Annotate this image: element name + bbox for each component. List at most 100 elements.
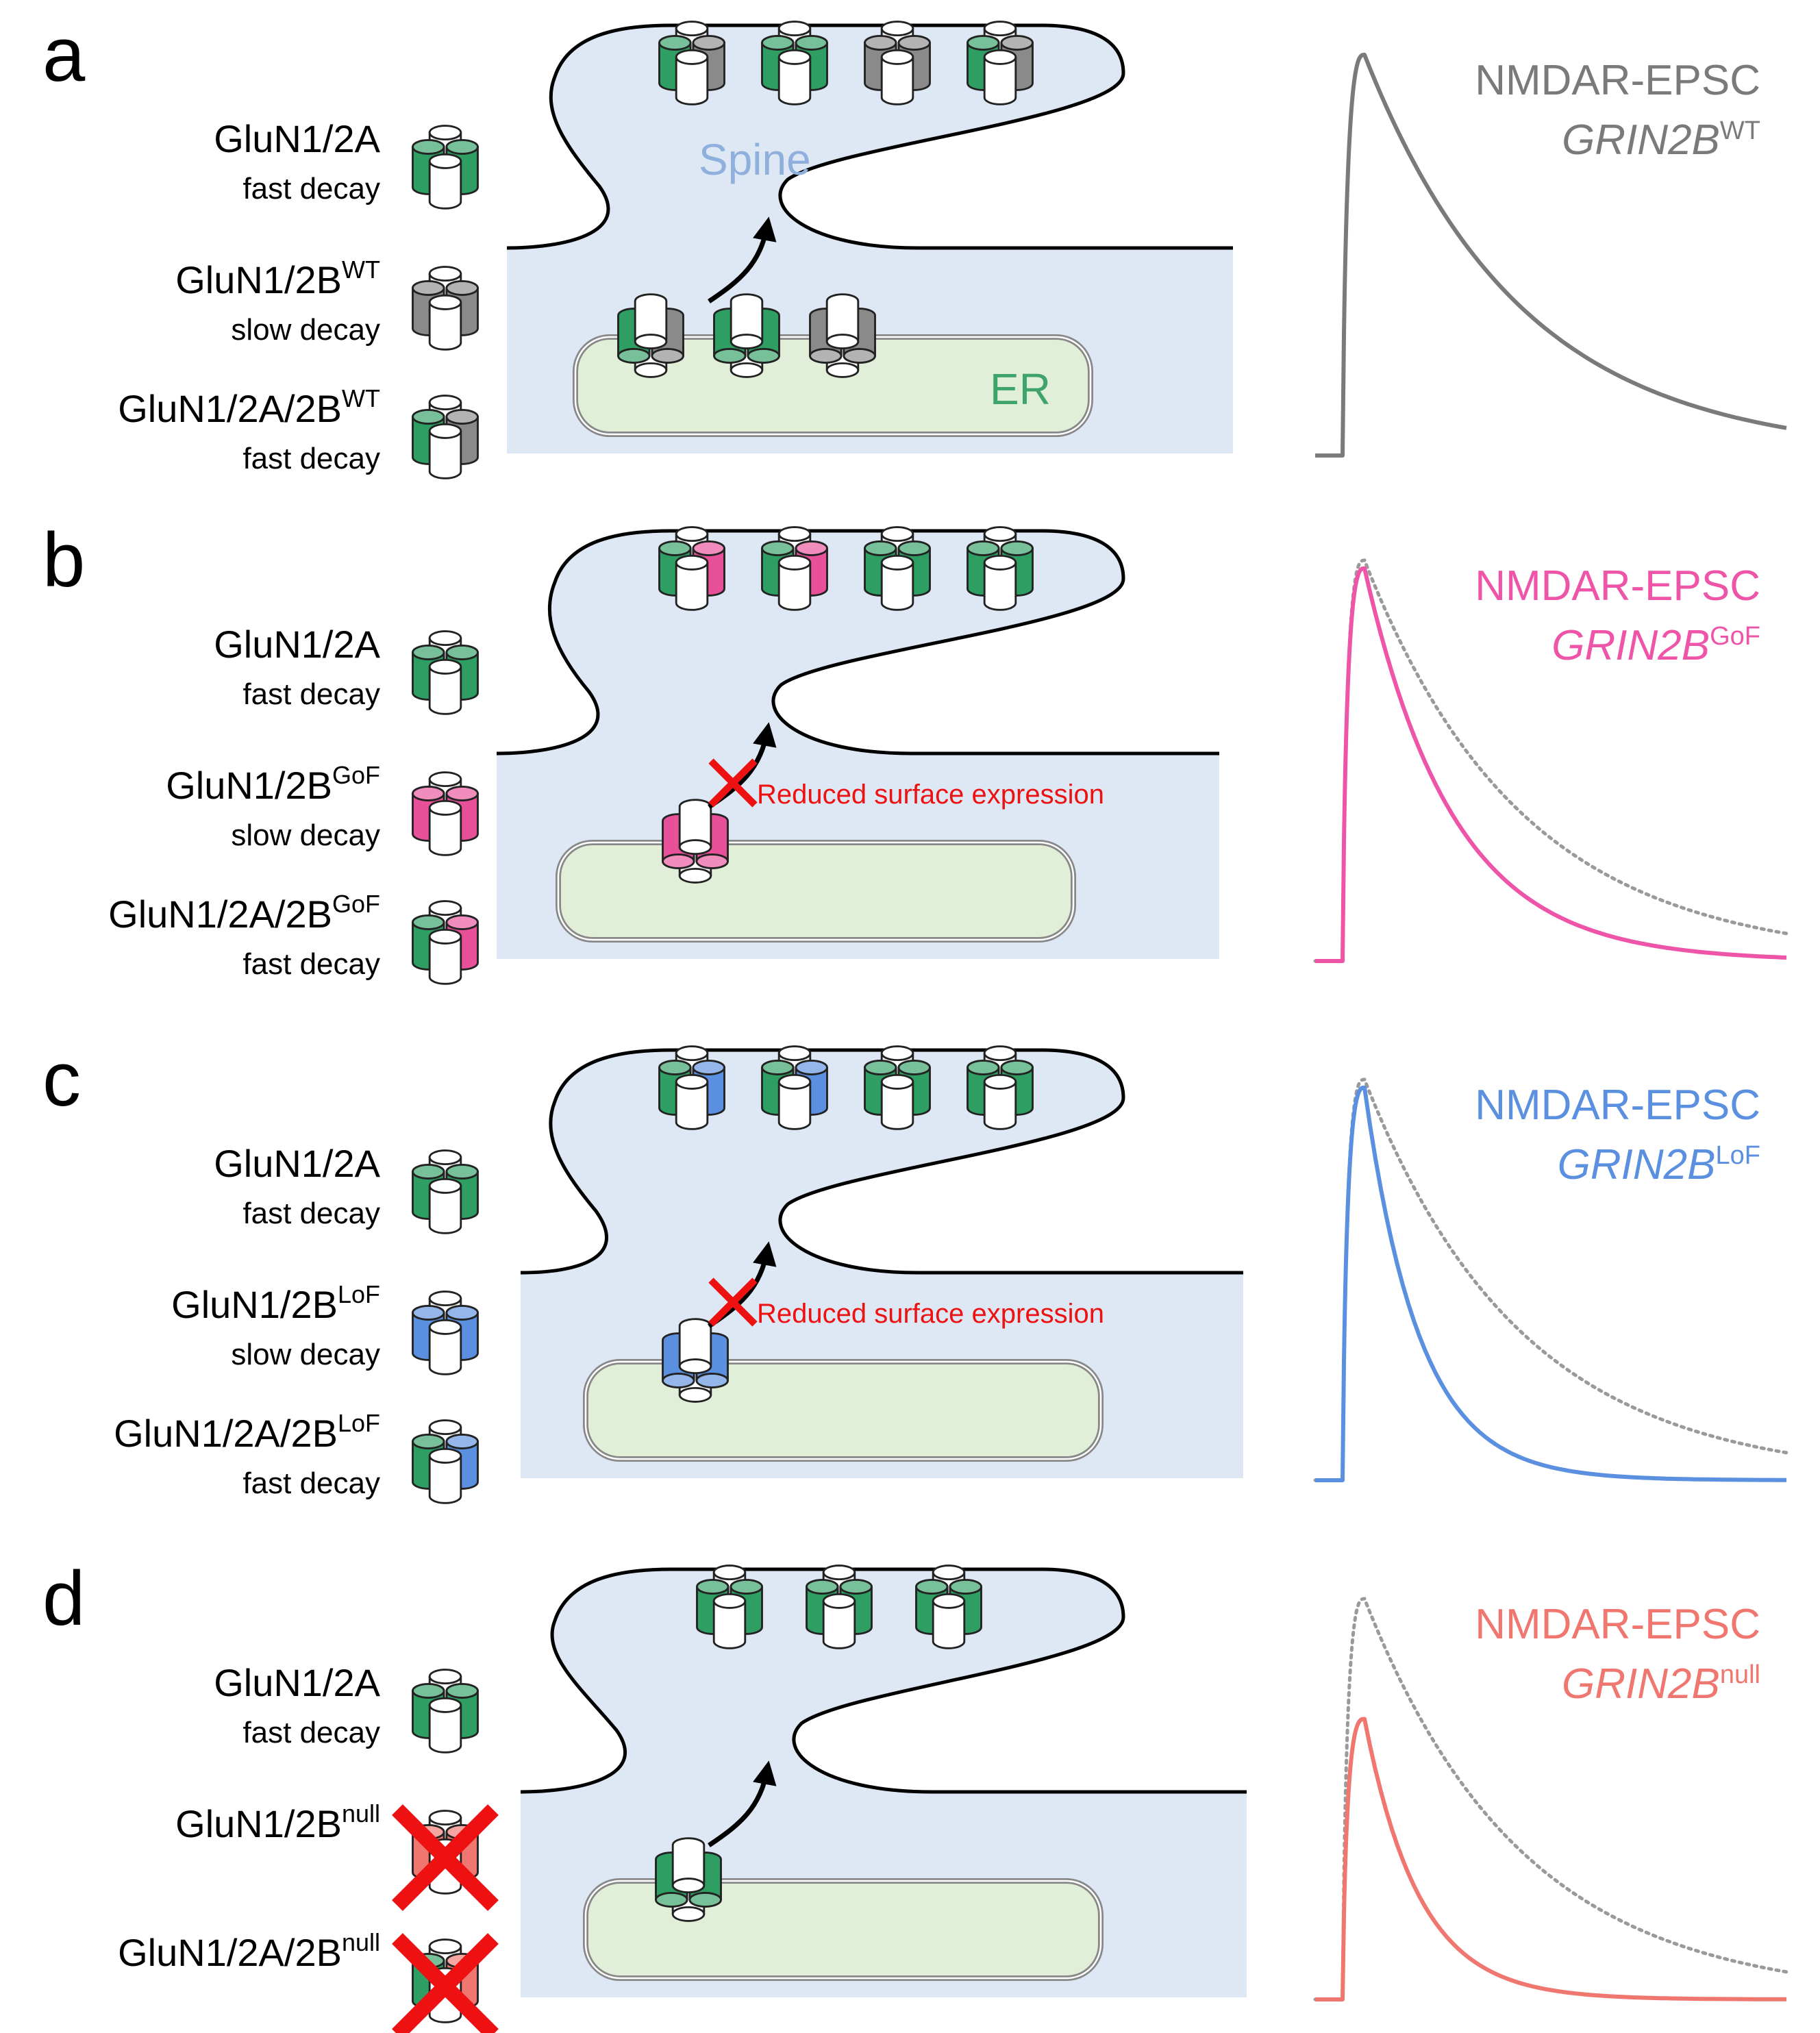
receptor-icon-0 [412, 630, 479, 715]
receptor-decay-0: fast decay [242, 1716, 380, 1749]
er-receptor-0 [662, 799, 729, 884]
surface-receptor-0 [658, 1045, 725, 1130]
er-receptor-0 [655, 1837, 722, 1922]
epsc-genotype: GRIN2BWT [1562, 116, 1760, 164]
surface-receptor-3 [967, 526, 1034, 611]
receptor-name-1: GluN1/2Bnull [175, 1799, 380, 1845]
receptor-name-2: GluN1/2A/2BWT [118, 384, 380, 430]
blocked-trafficking-icon [708, 1277, 758, 1327]
surface-receptor-2 [915, 1564, 982, 1649]
er-label: ER [990, 364, 1051, 414]
receptor-decay-0: fast decay [242, 1197, 380, 1230]
receptor-name-0: GluN1/2A [214, 623, 380, 666]
panel-label: b [42, 517, 85, 603]
receptor-decay-2: fast decay [242, 947, 380, 981]
er-receptor-2 [809, 293, 876, 378]
spine-membrane [520, 1567, 1247, 1794]
receptor-icon-1 [412, 266, 479, 351]
epsc-panel: NMDAR-EPSC GRIN2BWT [1315, 53, 1787, 458]
epsc-trace [1315, 566, 1787, 963]
trafficking-arrow [708, 1760, 777, 1847]
spine-membrane [520, 1048, 1243, 1275]
epsc-title: NMDAR-EPSC [1475, 562, 1760, 610]
epsc-genotype: GRIN2Bnull [1562, 1660, 1760, 1708]
receptor-name-2: GluN1/2A/2Bnull [118, 1928, 380, 1974]
surface-receptor-0 [658, 526, 725, 611]
er-receptor-0 [662, 1318, 729, 1403]
crossed-out-icon-2 [392, 1933, 499, 2033]
reduced-surface-label: Reduced surface expression [757, 1299, 1104, 1329]
receptor-icon-0 [412, 125, 479, 210]
epsc-panel: NMDAR-EPSC GRIN2BLoF [1313, 1077, 1788, 1482]
surface-receptor-1 [761, 1045, 828, 1130]
panel-label: c [42, 1036, 81, 1122]
reference-trace [1313, 1077, 1788, 1482]
surface-receptor-2 [864, 526, 931, 611]
reduced-surface-label: Reduced surface expression [757, 779, 1104, 810]
trafficking-arrow [708, 216, 777, 303]
spine-membrane [506, 23, 1233, 250]
receptor-decay-0: fast decay [242, 172, 380, 205]
receptor-name-2: GluN1/2A/2BGoF [108, 890, 380, 936]
reference-trace [1313, 558, 1788, 963]
receptor-name-0: GluN1/2A [214, 1661, 380, 1704]
spine-label: Spine [699, 135, 811, 184]
surface-receptor-0 [658, 21, 725, 105]
epsc-trace [1315, 1717, 1786, 2001]
epsc-panel: NMDAR-EPSC GRIN2BGoF [1313, 558, 1788, 963]
er-compartment [556, 840, 1076, 943]
panel-label: d [42, 1556, 85, 1641]
epsc-panel: NMDAR-EPSC GRIN2Bnull [1313, 1597, 1788, 2001]
surface-receptor-3 [967, 1045, 1034, 1130]
receptor-name-1: GluN1/2BGoF [166, 761, 380, 807]
surface-receptor-0 [696, 1564, 763, 1649]
receptor-name-1: GluN1/2BWT [175, 255, 380, 301]
er-receptor-1 [713, 293, 780, 378]
receptor-decay-1: slow decay [231, 819, 380, 852]
spine-diagram: Reduced surface expression [496, 526, 1219, 959]
epsc-genotype: GRIN2BGoF [1551, 622, 1760, 669]
receptor-decay-1: slow decay [231, 313, 380, 347]
epsc-title: NMDAR-EPSC [1475, 57, 1760, 104]
surface-receptor-1 [761, 21, 828, 105]
spine-membrane [496, 529, 1219, 756]
surface-receptor-3 [967, 21, 1034, 105]
surface-receptor-1 [761, 526, 828, 611]
er-receptor-0 [617, 293, 684, 378]
epsc-trace [1315, 53, 1787, 458]
receptor-decay-2: fast decay [242, 1467, 380, 1500]
panel-label: a [42, 12, 86, 97]
epsc-genotype: GRIN2BLoF [1558, 1141, 1760, 1188]
receptor-icon-2 [412, 395, 479, 479]
receptor-name-1: GluN1/2BLoF [171, 1280, 380, 1326]
crossed-out-icon-1 [392, 1804, 499, 1911]
epsc-title: NMDAR-EPSC [1475, 1082, 1760, 1129]
receptor-decay-1: slow decay [231, 1338, 380, 1371]
receptor-icon-0 [412, 1149, 479, 1234]
receptor-name-0: GluN1/2A [214, 1142, 380, 1185]
receptor-icon-1 [412, 771, 479, 856]
spine-diagram: Reduced surface expression [520, 1045, 1243, 1478]
receptor-name-0: GluN1/2A [214, 117, 380, 160]
receptor-icon-2 [412, 900, 479, 985]
receptor-name-2: GluN1/2A/2BLoF [114, 1409, 380, 1455]
spine-diagram [520, 1564, 1247, 1997]
reference-trace [1313, 1597, 1788, 2001]
receptor-icon-2 [412, 1419, 479, 1504]
receptor-decay-0: fast decay [242, 677, 380, 711]
receptor-icon-1 [412, 1290, 479, 1375]
receptor-icon-0 [412, 1669, 479, 1754]
surface-receptor-1 [806, 1564, 873, 1649]
surface-receptor-2 [864, 21, 931, 105]
surface-receptor-2 [864, 1045, 931, 1130]
blocked-trafficking-icon [708, 758, 758, 808]
epsc-trace [1315, 1085, 1786, 1482]
epsc-title: NMDAR-EPSC [1475, 1601, 1760, 1648]
receptor-decay-2: fast decay [242, 442, 380, 475]
